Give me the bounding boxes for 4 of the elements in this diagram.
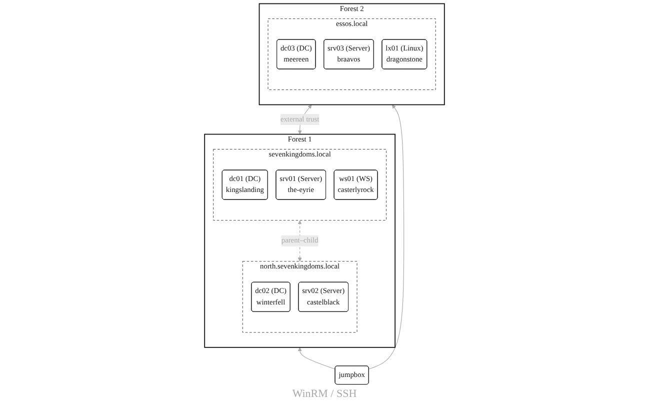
arrow	[298, 347, 336, 370]
arrow	[298, 220, 302, 262]
arrow	[368, 104, 404, 370]
node-caption: WinRM / SSH	[292, 388, 357, 400]
